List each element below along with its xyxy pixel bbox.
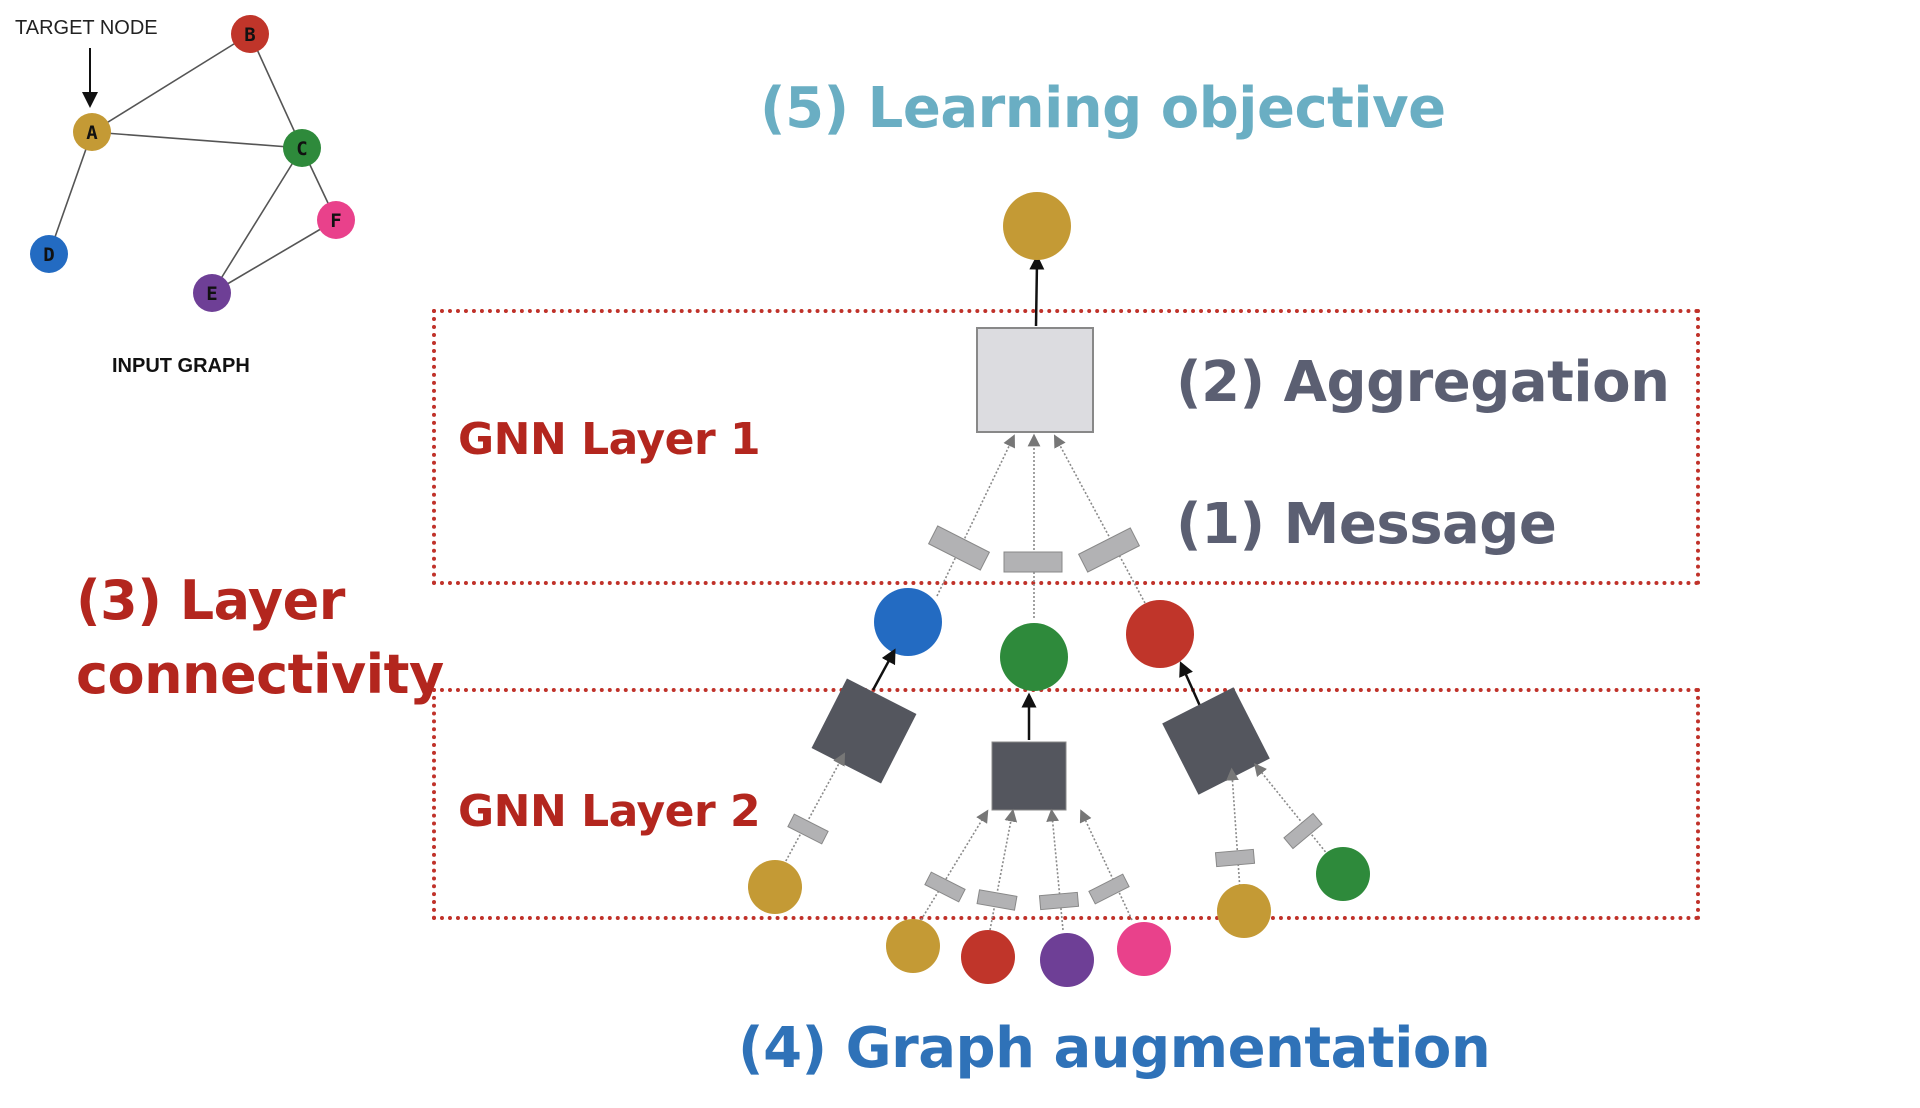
neighbor-node-blue [874, 588, 942, 656]
message-rect-red [1077, 527, 1141, 573]
message-rect-l2-5 [1088, 873, 1130, 905]
graph-node-f: F [317, 201, 355, 239]
layer-connectivity-label: (3) Layer connectivity [76, 564, 444, 712]
aggregator-layer-2-red [1162, 687, 1270, 795]
aggregation-label: (2) Aggregation [1176, 350, 1670, 415]
graph-node-a-label: A [86, 122, 98, 144]
gnn-layer-1-label: GNN Layer 1 [458, 414, 761, 465]
message-rect-l2-1 [787, 813, 829, 845]
message-rect-green [1003, 551, 1063, 573]
neighbor-node-red [1126, 600, 1194, 668]
neighbor-node-green [1000, 623, 1068, 691]
input-node-pink [1117, 922, 1171, 976]
input-node-gold-3 [1217, 884, 1271, 938]
gnn-layer-2-box [432, 688, 1700, 920]
graph-node-a: A [73, 113, 111, 151]
input-node-gold-2 [886, 919, 940, 973]
aggregator-layer-2-blue [811, 678, 917, 784]
graph-node-f-label: F [330, 210, 341, 232]
input-graph-caption: INPUT GRAPH [112, 355, 250, 377]
graph-node-c: C [283, 129, 321, 167]
layer-2-message-arrows [781, 752, 1329, 931]
layer-connectivity-line-1: (3) Layer [76, 569, 345, 632]
message-label: (1) Message [1176, 492, 1557, 557]
connect-arrow-blue [871, 648, 896, 691]
graph-node-b: B [231, 15, 269, 53]
message-rect-l2-2 [924, 871, 966, 903]
output-arrow [1029, 254, 1045, 327]
graph-node-d: D [30, 235, 68, 273]
learning-objective-title: (5) Learning objective [760, 76, 1446, 141]
message-rect-l2-6 [1214, 848, 1256, 868]
gnn-layer-2-label: GNN Layer 2 [458, 786, 761, 837]
layer-1-message-arrows [936, 433, 1146, 618]
graph-augmentation-title: (4) Graph augmentation [738, 1016, 1491, 1081]
input-node-red [961, 930, 1015, 984]
input-node-green [1316, 847, 1370, 901]
message-rect-l2-4 [1038, 891, 1080, 911]
message-rect-l2-3 [976, 889, 1018, 911]
gnn-layer-1-box [432, 309, 1700, 585]
input-graph: A B C D E F [30, 15, 355, 312]
aggregator-layer-2-green [991, 741, 1067, 811]
connect-arrow-red [1179, 661, 1202, 707]
graph-node-b-label: B [244, 24, 255, 46]
input-node-gold-1 [748, 860, 802, 914]
graph-node-c-label: C [296, 138, 307, 160]
graph-node-d-label: D [43, 244, 54, 266]
graph-node-e-label: E [206, 283, 217, 305]
message-rect-blue [927, 525, 991, 571]
input-node-purple [1040, 933, 1094, 987]
message-rect-l2-7 [1283, 812, 1323, 850]
target-node-output [1003, 192, 1071, 260]
target-node-label: TARGET NODE [15, 17, 158, 39]
layer-connectivity-line-2: connectivity [76, 643, 444, 706]
graph-node-e: E [193, 274, 231, 312]
aggregator-layer-1 [976, 327, 1094, 433]
